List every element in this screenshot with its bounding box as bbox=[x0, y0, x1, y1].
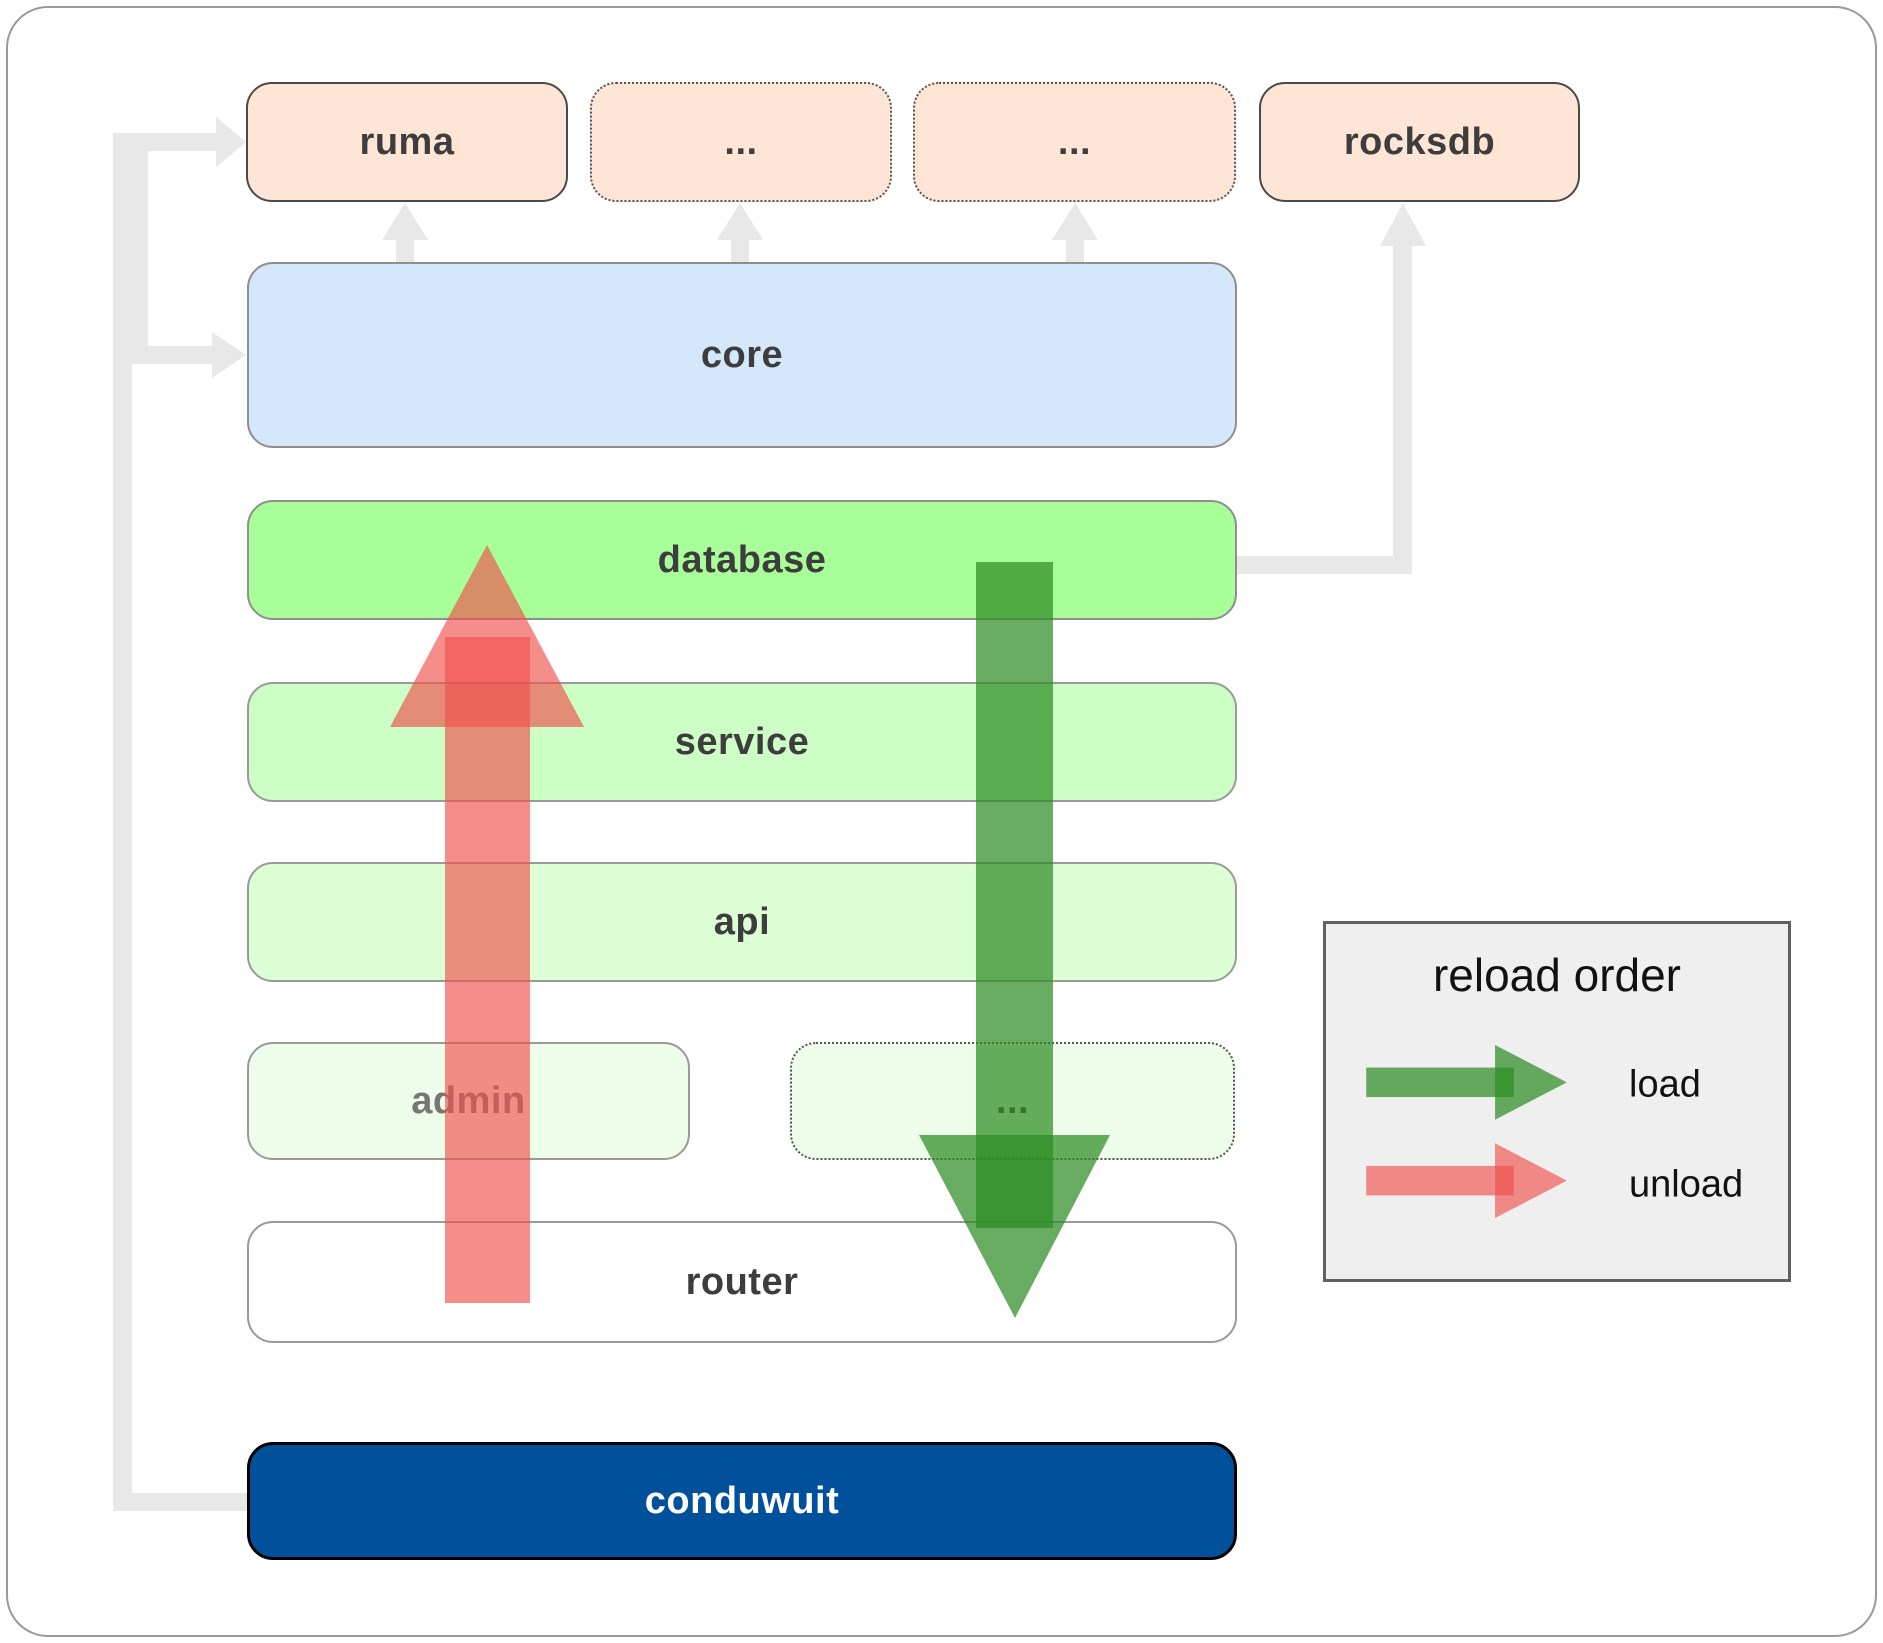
outer-border bbox=[6, 6, 1877, 1637]
node-conduwuit: conduwuit bbox=[247, 1442, 1237, 1560]
node-core-label: core bbox=[700, 333, 784, 376]
edge-branch-vertical bbox=[132, 151, 148, 364]
edge-to-core-shaft bbox=[148, 346, 212, 364]
legend-label-load: load bbox=[1629, 1063, 1701, 1106]
node-ruma-label: ruma bbox=[359, 120, 455, 163]
legend-label-unload: unload bbox=[1629, 1163, 1744, 1206]
edge-database-to-rocksdb-horizontal bbox=[1237, 556, 1412, 574]
node-admin: admin bbox=[247, 1042, 690, 1160]
edge-to-ruma-shaft bbox=[132, 133, 216, 151]
edge-conduwuit-left-vertical bbox=[113, 133, 132, 1511]
node-ellipsis-top-left-label: ... bbox=[724, 120, 758, 163]
node-conduwuit-label: conduwuit bbox=[644, 1479, 840, 1522]
node-core: core bbox=[247, 262, 1237, 448]
node-ellipsis-top-right: ... bbox=[913, 82, 1236, 202]
arrowhead-core-to-ellipsis1 bbox=[717, 203, 763, 240]
arrowhead-core-to-ellipsis2 bbox=[1052, 203, 1098, 240]
legend-title: reload order bbox=[1432, 949, 1682, 1001]
legend-unload-arrow-head bbox=[1495, 1143, 1567, 1219]
node-ruma: ruma bbox=[246, 82, 568, 202]
edge-core-to-ruma-shaft bbox=[396, 236, 414, 262]
node-database: database bbox=[247, 500, 1237, 620]
edge-conduwuit-bottom-horizontal bbox=[113, 1493, 247, 1511]
node-database-label: database bbox=[657, 538, 827, 581]
legend-load-arrow-icon bbox=[1366, 1044, 1567, 1120]
node-ellipsis-admin-row-label: ... bbox=[995, 1079, 1030, 1122]
node-service-label: service bbox=[674, 720, 810, 763]
node-admin-label: admin bbox=[411, 1079, 526, 1122]
node-ellipsis-admin-row: ... bbox=[790, 1042, 1235, 1160]
arrowhead-to-core bbox=[212, 332, 246, 378]
legend-load-arrow-head bbox=[1495, 1044, 1567, 1120]
legend-unload-arrow-shaft bbox=[1366, 1165, 1514, 1196]
node-service: service bbox=[247, 682, 1237, 802]
legend-arrows bbox=[1366, 1044, 1567, 1219]
legend-unload-arrow-icon bbox=[1366, 1143, 1567, 1219]
edge-core-to-ellipsis2-shaft bbox=[1066, 236, 1084, 262]
arrowhead-core-to-ruma bbox=[382, 203, 428, 240]
legend-load-arrow-shaft bbox=[1366, 1067, 1514, 1098]
node-api: api bbox=[247, 862, 1237, 982]
arrowhead-to-ruma bbox=[216, 117, 246, 167]
node-router: router bbox=[247, 1221, 1237, 1343]
legend: reload order load unload bbox=[1323, 921, 1791, 1282]
node-rocksdb: rocksdb bbox=[1259, 82, 1580, 202]
edge-core-to-ellipsis1-shaft bbox=[731, 236, 749, 262]
node-api-label: api bbox=[713, 900, 771, 943]
node-rocksdb-label: rocksdb bbox=[1343, 120, 1496, 163]
node-ellipsis-top-left: ... bbox=[590, 82, 892, 202]
node-router-label: router bbox=[685, 1260, 799, 1303]
node-ellipsis-top-right-label: ... bbox=[1057, 120, 1092, 163]
arrowhead-to-rocksdb bbox=[1380, 203, 1426, 246]
edge-database-to-rocksdb-vertical bbox=[1393, 243, 1412, 574]
